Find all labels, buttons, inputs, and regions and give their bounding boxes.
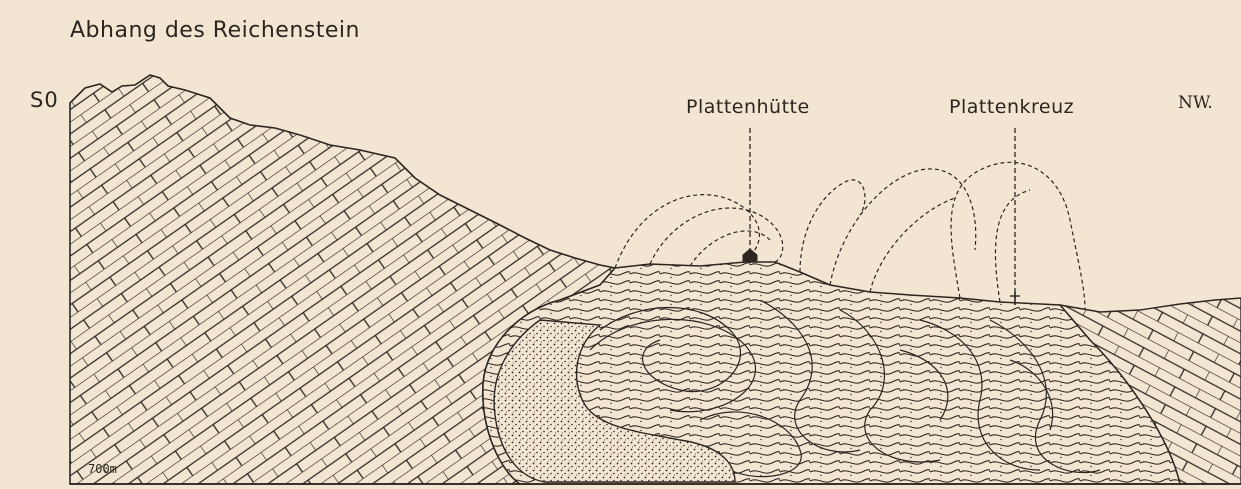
- kreuz-label: Plattenkreuz: [949, 98, 1074, 117]
- elevation-label: 700m: [88, 463, 117, 475]
- section-title: Abhang des Reichenstein: [70, 20, 360, 42]
- kreuz-marker: [1010, 128, 1020, 305]
- orientation-right-label: NW.: [1178, 95, 1213, 112]
- orientation-left-label: S0: [30, 90, 59, 111]
- huette-marker: [743, 128, 757, 262]
- huette-label: Plattenhütte: [686, 98, 810, 117]
